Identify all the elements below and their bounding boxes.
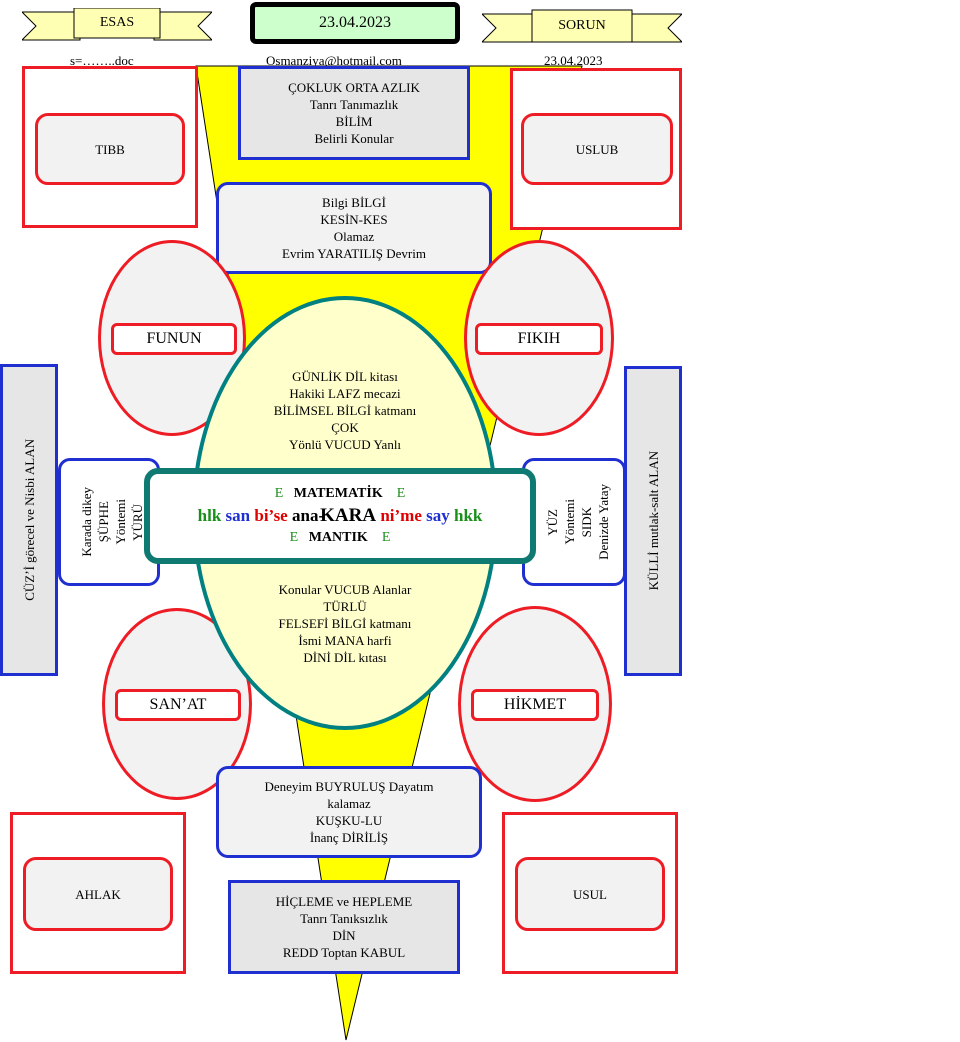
e-mark: E: [289, 530, 299, 545]
upper-box: Bilgi BİLGİ KESİN-KES Olamaz Evrim YARAT…: [216, 182, 492, 274]
ellipse-line: Hakiki LAFZ mecazi: [289, 385, 401, 401]
circle-label-hikmet: HİKMET: [471, 689, 599, 721]
ellipse-line: FELSEFİ BİLGİ katmanı: [278, 615, 412, 631]
bottom-box-line: REDD Toptan KABUL: [282, 945, 406, 960]
center-bottom-row: E MANTIK E: [290, 528, 391, 548]
circle-upper-right: FIKIH: [464, 240, 614, 436]
ellipse-lower-text: Konular VUCUB Alanlar TÜRLÜ FELSEFİ BİLG…: [222, 578, 468, 668]
ellipse-line: BİLİMSEL BİLGİ katmanı: [273, 402, 417, 418]
lower-box-line: Deneyim BUYRULUŞ Dayatım: [264, 779, 434, 794]
corner-box-top-right: USLUB: [510, 68, 682, 230]
ellipse-line: DİNİ DİL kıtası: [303, 649, 387, 665]
top-box-line: Belirli Konular: [314, 131, 394, 146]
circle-lower-right: HİKMET: [458, 606, 612, 802]
side-box-left-outer: CÜZ’İ görecel ve Nisbi ALAN: [0, 364, 58, 676]
ellipse-line: İsmi MANA harfi: [298, 632, 392, 648]
ellipse-line: Yönlü VUCUD Yanlı: [288, 436, 402, 452]
main-word: ni’me: [380, 506, 422, 525]
bottom-box-line: HİÇLEME ve HEPLEME: [275, 894, 413, 909]
bottom-box-line: Tanrı Tanıksızlık: [300, 911, 388, 926]
left-banner-ribbon: [22, 8, 212, 41]
top-box-line: BİLİM: [335, 114, 373, 129]
top-box: ÇOKLUK ORTA AZLIK Tanrı Tanımazlık BİLİM…: [238, 66, 470, 160]
left-banner-label: ESAS: [99, 15, 135, 30]
left-subtext: s=……..doc: [70, 53, 134, 68]
corner-label-uslub: USLUB: [521, 113, 673, 185]
right-banner-label: SORUN: [558, 18, 606, 33]
ellipse-line: Konular VUCUB Alanlar: [278, 581, 412, 597]
side-right-inner-line: Yöntemi: [562, 499, 577, 545]
center-main-box: E MATEMATİK E hlk san bi’se ana-KARA ni’…: [144, 468, 536, 564]
bottom-box-line: DİN: [332, 928, 356, 943]
center-bottom-word: MANTIK: [308, 530, 368, 545]
side-box-right-outer: KÜLLİ mutlak-salt ALAN: [624, 366, 682, 676]
upper-box-line: KESİN-KES: [320, 212, 388, 227]
email-text: Osmanziya@hotmail.com: [266, 53, 402, 68]
corner-label-usul: USUL: [515, 857, 665, 931]
lower-box: Deneyim BUYRULUŞ Dayatım kalamaz KUŞKU-L…: [216, 766, 482, 858]
center-top-row: E MATEMATİK E: [275, 484, 406, 504]
main-word: say: [426, 506, 450, 525]
corner-label-ahlak: AHLAK: [23, 857, 173, 931]
side-right-inner-line: Denizde Yatay: [596, 484, 611, 560]
lower-box-line: kalamaz: [327, 796, 371, 811]
bottom-box: HİÇLEME ve HEPLEME Tanrı Tanıksızlık DİN…: [228, 880, 460, 974]
ellipse-upper-text: GÜNLİK DİL kitası Hakiki LAFZ mecazi BİL…: [222, 364, 468, 456]
right-banner-ribbon: [482, 9, 682, 43]
ellipse-line: ÇOK: [331, 419, 359, 435]
circle-label-funun: FUNUN: [111, 323, 237, 355]
main-word: hlk: [197, 506, 222, 525]
main-word: KARA: [320, 505, 377, 526]
lower-box-line: İnanç DİRİLİŞ: [309, 830, 389, 845]
center-main-row: hlk san bi’se ana-KARA ni’me say hkk: [198, 504, 483, 528]
upper-box-line: Olamaz: [333, 229, 375, 244]
ellipse-line: TÜRLÜ: [323, 598, 367, 614]
side-right-outer-text: KÜLLİ mutlak-salt ALAN: [645, 451, 661, 591]
top-box-line: ÇOKLUK ORTA AZLIK: [288, 80, 420, 95]
upper-box-line: Bilgi BİLGİ: [322, 195, 386, 210]
corner-box-top-left: TIBB: [22, 66, 198, 228]
e-mark: E: [381, 530, 391, 545]
side-box-right-inner: YÜZ Yöntemi SIDK Denizde Yatay: [522, 458, 626, 586]
side-left-inner-line: Yöntemi: [113, 499, 128, 545]
center-top-word: MATEMATİK: [293, 486, 383, 501]
e-mark: E: [274, 486, 284, 501]
side-right-inner-line: YÜZ: [545, 508, 560, 536]
side-right-inner-line: SIDK: [579, 506, 594, 538]
e-mark: E: [396, 486, 406, 501]
side-left-inner-line: ŞÜPHE: [96, 501, 111, 543]
main-word: san: [225, 506, 251, 525]
corner-box-bottom-right: USUL: [502, 812, 678, 974]
circle-label-fikih: FIKIH: [475, 323, 603, 355]
side-left-outer-text: CÜZ’İ görecel ve Nisbi ALAN: [21, 439, 37, 601]
upper-box-line: Evrim YARATILIŞ Devrim: [282, 246, 426, 261]
right-date-text: 23.04.2023: [544, 53, 603, 68]
circle-label-sanat: SAN’AT: [115, 689, 241, 721]
lower-box-line: KUŞKU-LU: [315, 813, 383, 828]
main-word: ana-: [291, 506, 325, 525]
ellipse-line: GÜNLİK DİL kitası: [292, 368, 398, 384]
main-word: bi’se: [254, 506, 288, 525]
corner-label-tibb: TIBB: [35, 113, 185, 185]
side-left-inner-line: Karada dikey: [79, 487, 94, 557]
top-box-line: Tanrı Tanımazlık: [309, 97, 399, 112]
main-word: hkk: [453, 506, 483, 525]
corner-box-bottom-left: AHLAK: [10, 812, 186, 974]
date-box: 23.04.2023: [250, 2, 460, 44]
